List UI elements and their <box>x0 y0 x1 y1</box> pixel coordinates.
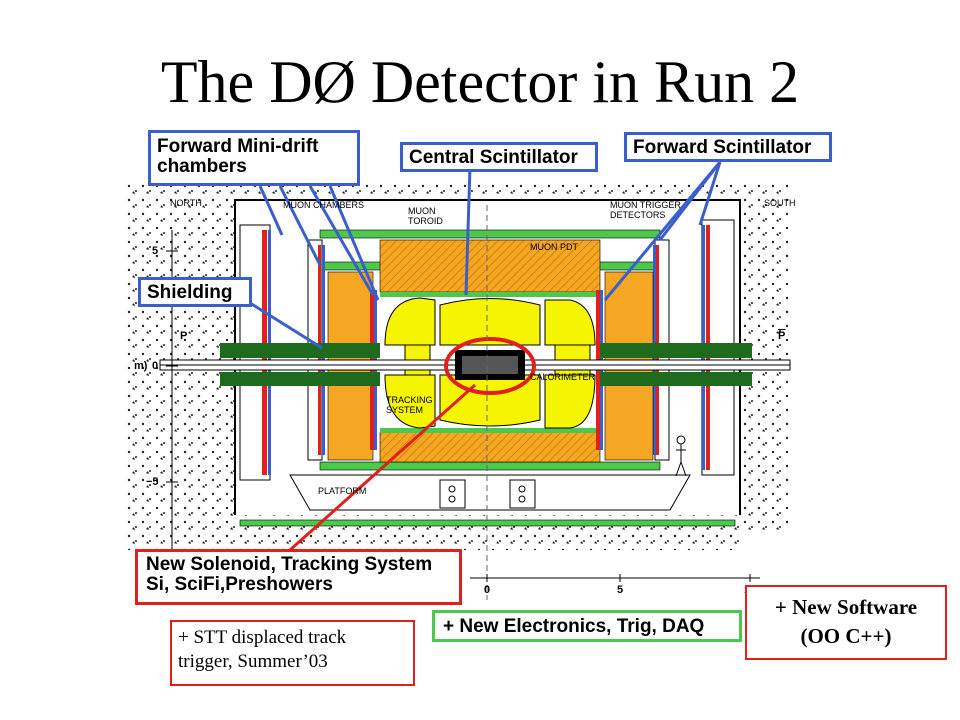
x-tick-0: 0 <box>484 584 491 596</box>
solenoid-line1: New Solenoid, Tracking System <box>146 554 433 575</box>
x-axis <box>470 574 760 582</box>
solenoid-line2: Si, SciFi,Preshowers <box>146 573 333 595</box>
muon-chambers-label: MUON CHAMBERS <box>283 200 365 210</box>
pbar-label: P <box>778 330 786 342</box>
platform <box>289 474 691 511</box>
m-label: m) <box>134 360 148 372</box>
software-line2: (OO C++) <box>800 624 892 649</box>
solenoid-callout: New Solenoid, Tracking System Si, SciFi,… <box>135 549 462 605</box>
p-label: P <box>180 330 188 342</box>
forward-scintillator-callout: Forward Scintillator <box>624 132 832 162</box>
muon-pdt-label: MUON PDT <box>530 242 578 252</box>
muon-toroid-label: MUON TOROID <box>408 206 443 226</box>
stt-line2: trigger, Summer’03 <box>178 650 328 672</box>
y-tick-minus5: −5 <box>146 476 159 488</box>
slide-title: The DØ Detector in Run 2 <box>160 49 800 115</box>
north-label: NORTH <box>170 198 202 208</box>
shielding-callout: Shielding <box>138 277 252 307</box>
tracking-system-highlight <box>444 337 536 395</box>
x-tick-5: 5 <box>617 584 624 596</box>
y-tick-5: 5 <box>152 245 159 257</box>
person-figure <box>675 435 687 477</box>
tracking-system-label: TRACKING SYSTEM <box>386 395 433 415</box>
callout-arrows <box>249 161 722 552</box>
muon-trigger-label: MUON TRIGGER DETECTORS <box>610 200 681 220</box>
forward-minidrift-callout: Forward Mini-drift chambers <box>148 130 360 186</box>
y-tick-0: 0 <box>152 360 159 372</box>
software-line1: + New Software <box>774 595 918 619</box>
central-scintillator-callout: Central Scintillator <box>400 142 598 172</box>
south-label: SOUTH <box>764 198 796 208</box>
stt-note: + STT displaced track trigger, Summer’03 <box>170 620 415 686</box>
software-note: + New Software (OO C++) <box>745 585 947 660</box>
platform-label: PLATFORM <box>318 486 367 496</box>
central-tracker <box>455 350 525 380</box>
calorimeter-label: CALORIMETER <box>530 372 596 382</box>
electronics-callout: + New Electronics, Trig, DAQ <box>432 610 742 642</box>
central-scintillator-bands <box>380 292 600 433</box>
stt-line1: + STT displaced track <box>178 627 347 648</box>
